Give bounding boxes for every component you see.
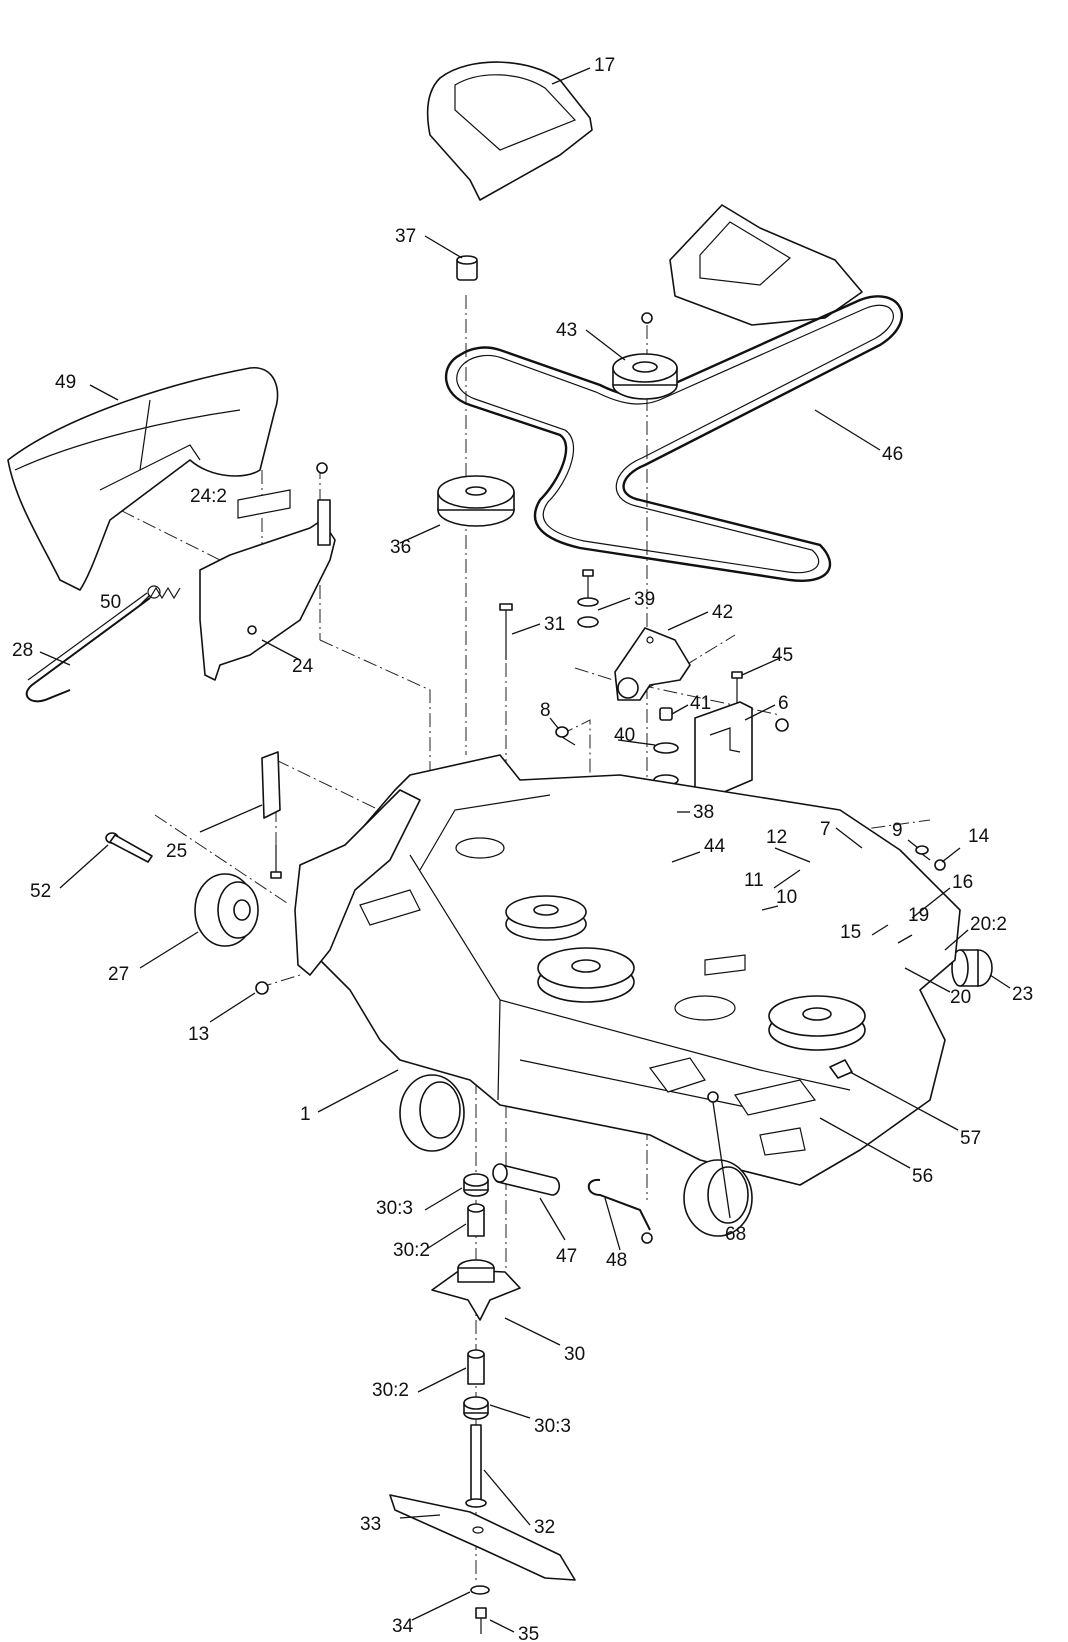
belt-cover-17 xyxy=(426,61,593,201)
rod-28 xyxy=(25,592,151,703)
callout-15: 15 xyxy=(840,922,861,943)
callout-32: 32 xyxy=(534,1517,555,1538)
callout-19: 19 xyxy=(908,905,929,926)
callout-27: 27 xyxy=(108,964,129,985)
knob-23 xyxy=(951,949,993,987)
belt-cover-right xyxy=(669,204,863,326)
callout-24: 24 xyxy=(292,656,314,677)
callout-35: 35 xyxy=(518,1624,539,1642)
callout-25: 25 xyxy=(166,841,187,862)
callout-13: 13 xyxy=(188,1024,209,1045)
callout-28: 28 xyxy=(12,640,33,661)
callout-42: 42 xyxy=(712,602,733,623)
callout-23: 23 xyxy=(1012,984,1033,1005)
callout-56: 56 xyxy=(912,1166,933,1187)
callout-30: 30 xyxy=(564,1344,585,1365)
callout-6: 6 xyxy=(778,693,789,714)
callout-30-3-lower: 30:3 xyxy=(534,1416,571,1437)
bolt-9 xyxy=(915,845,931,861)
wheel-27 xyxy=(194,873,259,947)
spacer-30-2-upper xyxy=(467,1203,485,1237)
callout-30-2-upper: 30:2 xyxy=(393,1240,430,1261)
nut-14 xyxy=(934,859,946,871)
rod-48 xyxy=(587,1178,651,1231)
callout-30-3-upper: 30:3 xyxy=(376,1198,413,1219)
callout-43: 43 xyxy=(556,320,577,341)
callout-41: 41 xyxy=(690,693,711,714)
callout-57: 57 xyxy=(960,1128,981,1149)
callout-44: 44 xyxy=(704,836,726,857)
bearing-30-3-upper xyxy=(463,1173,489,1197)
spring-47 xyxy=(492,1163,561,1196)
callout-49: 49 xyxy=(55,372,76,393)
callout-9: 9 xyxy=(892,820,903,841)
callout-40: 40 xyxy=(614,725,635,746)
decal-24-2 xyxy=(237,489,291,519)
spacer-30-2-lower xyxy=(467,1349,485,1385)
bearing-30-3-lower xyxy=(463,1396,489,1420)
callout-12: 12 xyxy=(766,827,787,848)
callout-38: 38 xyxy=(693,802,714,823)
callout-48: 48 xyxy=(606,1250,627,1271)
spring-50 xyxy=(147,585,181,600)
callout-68: 68 xyxy=(725,1224,746,1245)
callout-36: 36 xyxy=(390,537,411,558)
spacer-41 xyxy=(659,707,673,721)
callout-16: 16 xyxy=(952,872,973,893)
drive-belt-46 xyxy=(445,295,903,582)
leader-lines xyxy=(39,67,1011,1633)
pin-8 xyxy=(555,726,576,746)
nut-deck-bottom xyxy=(641,1232,653,1244)
callout-11: 11 xyxy=(744,870,764,891)
nut-37 xyxy=(456,255,478,281)
callout-46: 46 xyxy=(882,444,903,465)
discharge-chute-49 xyxy=(7,367,279,591)
idler-pulley-43 xyxy=(612,312,678,400)
callout-37: 37 xyxy=(395,226,416,247)
callout-14: 14 xyxy=(968,826,990,847)
callout-20: 20 xyxy=(950,987,971,1008)
pin-52 xyxy=(105,832,153,863)
bracket-25 xyxy=(261,751,282,879)
bolt-31 xyxy=(499,603,513,660)
washer-34 xyxy=(470,1585,490,1595)
callout-33: 33 xyxy=(360,1514,381,1535)
chute-bracket-24 xyxy=(199,462,336,681)
idler-arm-42 xyxy=(614,627,691,701)
callout-10: 10 xyxy=(776,887,797,908)
callout-8: 8 xyxy=(540,700,551,721)
callout-45: 45 xyxy=(772,645,793,666)
washer-40 xyxy=(653,742,679,786)
blade-33 xyxy=(389,1494,576,1581)
mower-deck-1 xyxy=(294,754,961,1237)
callout-39: 39 xyxy=(634,589,655,610)
callout-1: 1 xyxy=(300,1104,311,1125)
spindle-housing-30 xyxy=(431,1259,521,1321)
bracket-6 xyxy=(694,701,789,799)
callout-34: 34 xyxy=(392,1616,414,1637)
callout-7: 7 xyxy=(820,819,831,840)
bolt-washers-39 xyxy=(577,569,599,628)
callout-20-2: 20:2 xyxy=(970,914,1007,935)
callout-31: 31 xyxy=(544,614,565,635)
bolt-45 xyxy=(731,671,743,705)
shaft-32 xyxy=(465,1424,487,1508)
callout-labels: 17 37 43 46 49 24:2 36 50 28 24 39 31 42… xyxy=(12,55,1033,1642)
callout-17: 17 xyxy=(594,55,615,76)
pulley-36 xyxy=(437,475,515,527)
callout-24-2: 24:2 xyxy=(190,486,227,507)
nut-13 xyxy=(255,981,269,995)
callout-30-2-lower: 30:2 xyxy=(372,1380,409,1401)
callout-52: 52 xyxy=(30,881,51,902)
callout-50: 50 xyxy=(100,592,121,613)
callout-47: 47 xyxy=(556,1246,577,1267)
bolt-35 xyxy=(475,1607,487,1634)
